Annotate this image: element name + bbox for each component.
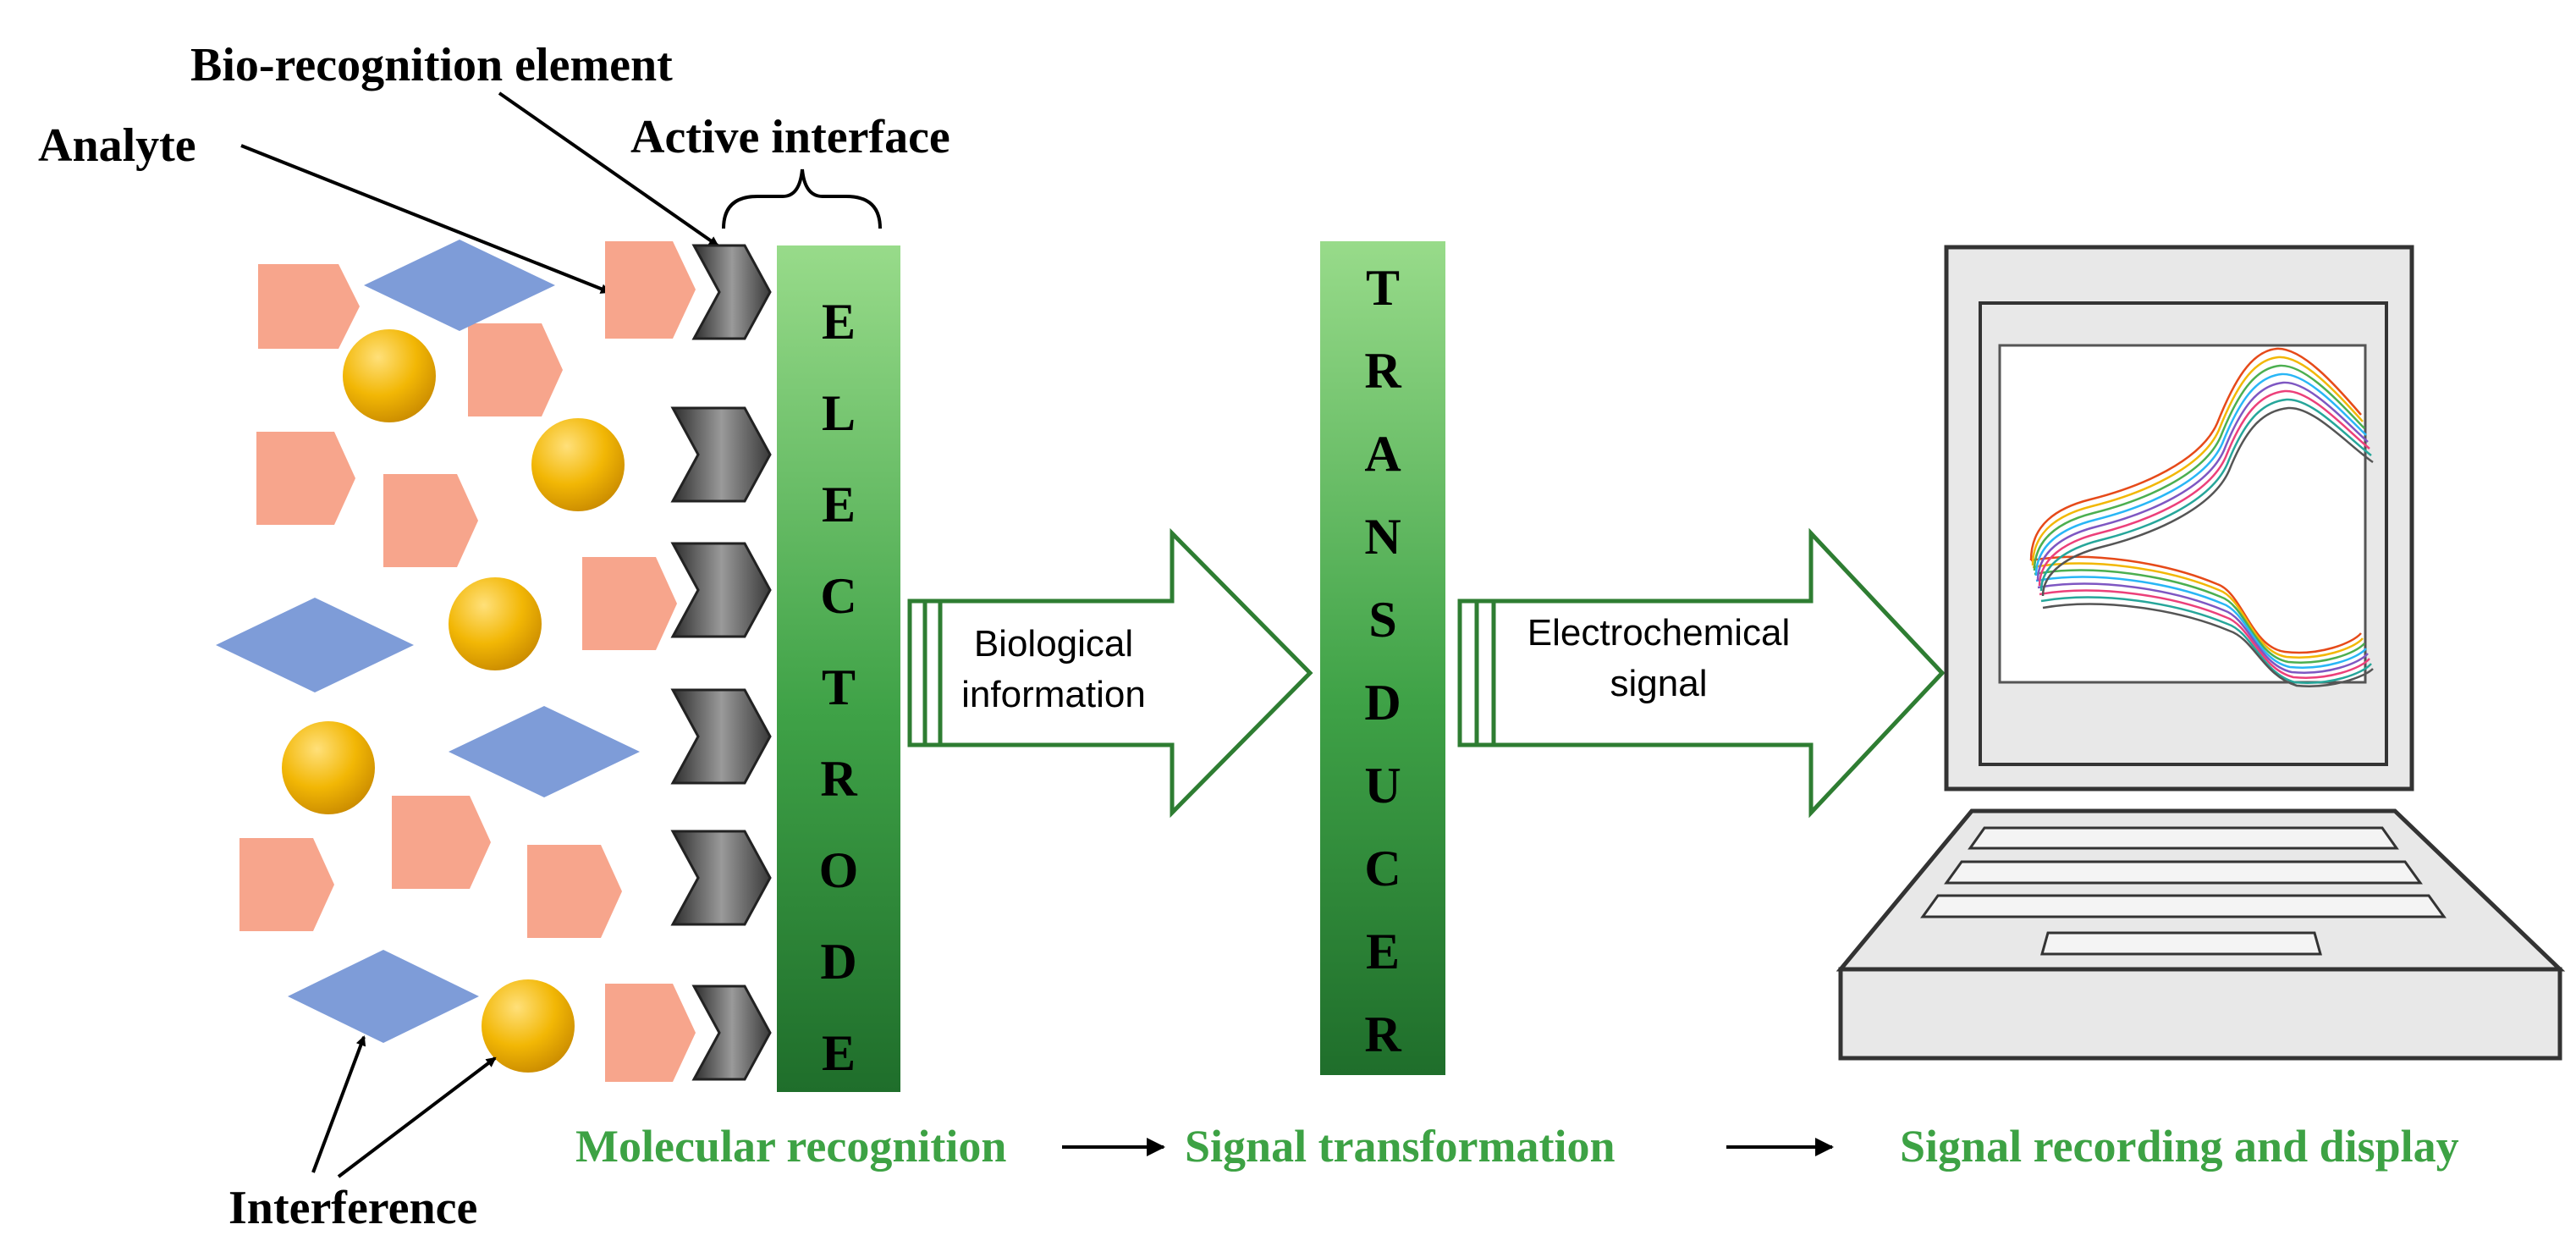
electrode-bar [777,245,900,1092]
transducer-letter: D [1364,675,1401,731]
electrode-letter: O [819,842,859,898]
transducer-letter: T [1366,260,1400,316]
transducer-letter: U [1364,758,1401,814]
interference-circle [531,418,625,511]
laptop-icon [1836,245,2566,1061]
electrode-letter: E [822,294,856,350]
transducer-bar [1320,241,1445,1075]
interference-diamond [449,706,640,797]
interference-pointer-diamond [311,1035,366,1173]
stage-molecular-recognition: Molecular recognition [575,1121,1006,1172]
electrode-letter: C [820,568,856,624]
arrow1-line1: Biological [974,623,1133,665]
interference-circle [343,329,436,422]
biological-information-arrow: Biological information [907,527,1313,819]
transducer-letter: N [1364,509,1401,565]
electrode: E L E C T R O D E [777,245,900,1092]
analyte-shape [527,845,622,938]
transducer-letter: R [1364,343,1401,399]
transducer-letter: R [1364,1007,1401,1062]
analyte-shape [392,796,491,889]
voltammogram-plot [2029,347,2374,687]
interference-circle [282,721,375,814]
transducer-letter: E [1366,924,1400,979]
transducer: T R A N S D U C E R [1320,241,1445,1075]
sample-solution [216,240,696,1082]
bio-recognition-pointer [498,91,719,247]
electrode-letter: D [820,934,856,990]
active-interface-brace [722,168,882,229]
analyte-shape [258,264,360,349]
stage-signal-transformation: Signal transformation [1185,1121,1616,1172]
analyte-shape [582,557,677,650]
electrode-letter: E [822,477,856,532]
electrode-letter: L [822,385,856,441]
arrow2-line2: signal [1610,663,1708,704]
bio-recognition-elements [670,244,772,1081]
electrode-letter: R [820,751,857,807]
interference-label: Interference [228,1182,477,1234]
interference-pointer-circle [337,1056,497,1178]
analyte-shape [468,323,563,416]
interference-diamond [364,240,555,331]
transducer-letter: A [1364,426,1401,482]
electrode-letter: E [822,1025,856,1081]
recognition-element [691,985,772,1081]
recognition-element [670,830,772,926]
analyte-shape [256,432,355,525]
recognition-element [691,244,772,340]
bound-analyte-shape [605,241,696,339]
transducer-letter: C [1364,841,1401,896]
electrochemical-signal-arrow: Electrochemical signal [1457,527,1946,819]
arrow2-line1: Electrochemical [1527,612,1791,654]
analyte-shape [239,838,334,931]
arrow1-line2: information [961,674,1146,715]
transducer-letter: S [1368,592,1396,648]
stage-signal-recording: Signal recording and display [1900,1121,2459,1172]
laptop-screen [1998,344,2367,684]
analyte-pointer [240,144,611,294]
interference-circle [482,979,575,1073]
active-interface-label: Active interface [630,111,950,163]
bound-analyte-shape [605,984,696,1082]
recognition-element [670,406,772,503]
bio-recognition-label: Bio-recognition element [190,39,673,91]
analyte-label: Analyte [38,119,196,172]
recognition-element [670,688,772,785]
interference-circle [449,577,542,670]
electrode-letter: T [822,659,856,715]
interference-diamond [216,598,414,692]
recognition-element [670,542,772,638]
interference-diamond [288,950,479,1043]
analyte-shape [383,474,478,567]
